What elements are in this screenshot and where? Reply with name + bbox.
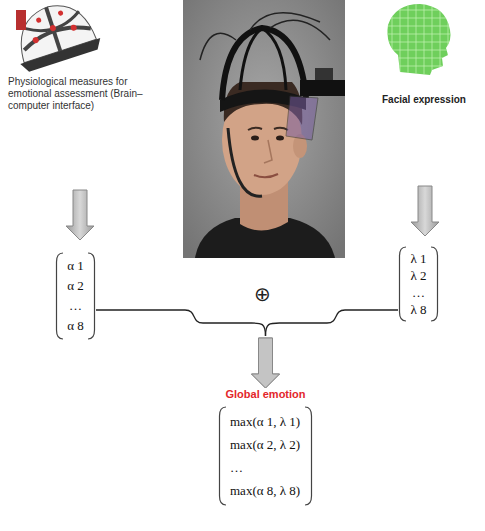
- bracket-matrix: α 1α 2…α 8: [55, 252, 96, 340]
- headset-photo: [183, 0, 345, 258]
- block-arrow: [411, 186, 439, 236]
- vector-node: λ 1λ 2…λ 8: [398, 246, 439, 322]
- brace-line: [266, 310, 399, 336]
- block-arrow: [252, 338, 280, 388]
- vector-entry: max(α 2, λ 2): [230, 433, 301, 456]
- block-arrow: [252, 338, 280, 388]
- vector-entry: α 2: [67, 276, 84, 296]
- vector-entry: …: [410, 284, 427, 301]
- vector-node: Global emotion max(α 1, λ 1)max(α 2, λ 2)…: [218, 388, 313, 506]
- vector-entry: max(α 1, λ 1): [230, 410, 301, 433]
- vector-entry: λ 2: [410, 267, 427, 284]
- vector-entry: …: [230, 456, 301, 479]
- vector-entry: λ 1: [410, 250, 427, 267]
- bracket-right: [305, 407, 312, 505]
- caption-text: Facial expression: [382, 94, 466, 105]
- bracket-left: [220, 407, 227, 505]
- block-arrow: [66, 190, 94, 240]
- operator-symbol: ⊕: [254, 283, 271, 305]
- merge-connector: [252, 310, 399, 388]
- bracket-left: [400, 247, 407, 321]
- bracket-matrix: max(α 1, λ 1)max(α 2, λ 2)…max(α 8, λ 8): [218, 406, 313, 506]
- face-wireframe-icon: [380, 0, 460, 80]
- bracket-matrix: λ 1λ 2…λ 8: [398, 246, 439, 322]
- bci-headset-icon: [6, 0, 103, 73]
- bracket-right: [88, 253, 95, 339]
- bracket-right: [431, 247, 438, 321]
- brace-line: [96, 310, 266, 336]
- vector-entry: …: [67, 296, 84, 316]
- vector-entry: λ 8: [410, 301, 427, 318]
- vector-entry: α 8: [67, 316, 84, 336]
- bracket-left: [57, 253, 64, 339]
- caption-text: Physiological measures for emotional ass…: [8, 76, 158, 112]
- vector-node: α 1α 2…α 8: [55, 252, 96, 340]
- heading-text: Global emotion: [218, 388, 313, 400]
- vector-entry: max(α 8, λ 8): [230, 479, 301, 502]
- merge-connector: [96, 310, 280, 388]
- vector-entry: α 1: [67, 256, 84, 276]
